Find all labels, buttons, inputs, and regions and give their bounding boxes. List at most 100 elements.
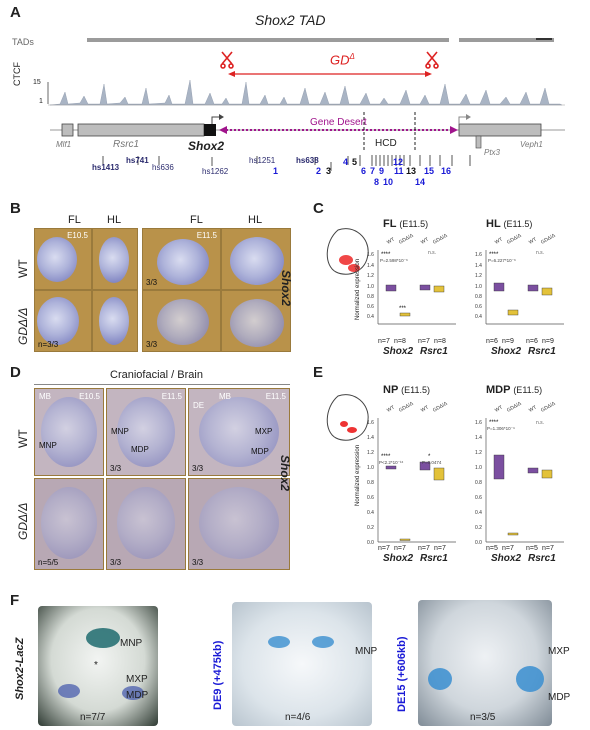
- de-number: 1: [273, 166, 279, 176]
- panel-d-letter: D: [10, 364, 21, 381]
- photo-d-wt-105: MB E10.5 MNP: [34, 388, 104, 476]
- svg-text:GDΔ/Δ: GDΔ/Δ: [506, 232, 523, 245]
- svg-text:WT: WT: [386, 405, 396, 414]
- veph1-gene: [458, 123, 542, 137]
- mdp-title-stage: (E11.5): [513, 385, 543, 395]
- hcd-label: HCD: [375, 138, 397, 149]
- panel-d-rule: [34, 384, 290, 385]
- ylabel: Normalized expression: [355, 258, 361, 320]
- ctcf-label-text: CTCF: [12, 62, 22, 86]
- stain-left: [428, 668, 452, 690]
- n-label: n=6: [526, 338, 538, 345]
- de-number: 4: [343, 157, 349, 167]
- row-gd: GDΔ/Δ: [16, 307, 30, 345]
- hs-element: hs1413: [92, 163, 120, 172]
- n-label: n=8: [434, 338, 446, 345]
- svg-text:*: *: [428, 454, 431, 460]
- fl-title-text: FL: [383, 218, 397, 230]
- panel-c-letter: C: [313, 200, 324, 217]
- gd-label-sup: Δ: [349, 52, 355, 61]
- svg-text:GDΔ/Δ: GDΔ/Δ: [540, 232, 557, 245]
- de-number: 8: [374, 177, 380, 187]
- photo-b-wt-hl115: [221, 228, 291, 290]
- hs-element: hs636: [152, 163, 174, 172]
- np-title-text: NP: [383, 384, 399, 396]
- gd-label: GDΔ: [330, 52, 355, 67]
- svg-text:1.6: 1.6: [475, 420, 482, 426]
- svg-text:0.4: 0.4: [475, 314, 482, 320]
- svg-text:GDΔ/Δ: GDΔ/Δ: [506, 400, 523, 413]
- np-title: NP (E11.5): [383, 384, 430, 396]
- count-label: 3/3: [110, 558, 122, 567]
- tad-scale: [536, 38, 552, 40]
- de-number: 10: [383, 177, 394, 187]
- n-label: n=7: [378, 338, 390, 345]
- region-label: MXP: [255, 427, 273, 436]
- tads-label: TADs: [12, 37, 34, 47]
- stage-label: E10.5: [79, 392, 100, 401]
- hs-element: hs1251: [249, 156, 276, 165]
- svg-text:0.4: 0.4: [367, 510, 374, 516]
- svg-text:0.6: 0.6: [475, 495, 482, 501]
- panel-e-letter: E: [313, 364, 324, 381]
- label-mxp-de15: MXP: [548, 646, 570, 657]
- gd-label-text: GD: [330, 52, 350, 68]
- panel-b-letter: B: [10, 200, 21, 217]
- gene-axis-label: Shox2: [491, 346, 522, 357]
- fl-title-stage: (E11.5): [399, 219, 429, 229]
- row-wt: WT: [16, 429, 30, 448]
- svg-text:WT: WT: [420, 405, 430, 414]
- de-number: 5: [352, 157, 358, 167]
- embryo-schematic-limbs: [326, 228, 369, 275]
- n-label: n=7: [502, 545, 514, 552]
- img1-title: Shox2-LacZ: [14, 637, 26, 700]
- svg-text:P=6.227*10⁻⁶: P=6.227*10⁻⁶: [488, 258, 516, 263]
- svg-text:1.6: 1.6: [367, 420, 374, 426]
- panel-d-title: Craniofacial / Brain: [110, 369, 203, 381]
- label-star: *: [94, 660, 98, 671]
- embryo-schematic-face: [326, 394, 369, 441]
- n-label: n=7: [418, 338, 430, 345]
- region-label: MDP: [131, 445, 149, 454]
- svg-text:P=1.306*10⁻⁹: P=1.306*10⁻⁹: [487, 426, 515, 431]
- de-number: 6: [361, 166, 367, 176]
- fl-title: FL (E11.5): [383, 218, 428, 230]
- gene-axis-label: Rsrc1: [420, 553, 448, 564]
- region-label: MNP: [111, 427, 129, 436]
- label-mnp-de9: MNP: [355, 646, 378, 657]
- svg-text:n.s.: n.s.: [536, 250, 544, 256]
- count-f2: n=4/6: [285, 712, 311, 723]
- svg-text:1.0: 1.0: [367, 284, 374, 290]
- photo-b-gd-fl105: n=3/3: [34, 290, 92, 352]
- n-label: n=7: [378, 545, 390, 552]
- count-f1: n=7/7: [80, 712, 106, 723]
- gene-axis-label: Shox2: [383, 553, 414, 564]
- svg-text:1.2: 1.2: [367, 450, 374, 456]
- de-number: 7: [370, 166, 376, 176]
- gene-label-b: Shox2: [279, 270, 293, 307]
- stage-label: E11.5: [161, 392, 182, 401]
- hs-element: hs1262: [202, 167, 229, 176]
- svg-text:****: ****: [489, 420, 499, 426]
- svg-text:WT: WT: [528, 405, 538, 414]
- ptx3-label: Ptx3: [484, 148, 501, 157]
- svg-text:0.0: 0.0: [475, 540, 482, 546]
- region-label: MB: [39, 392, 51, 401]
- svg-text:GDΔ/Δ: GDΔ/Δ: [432, 232, 449, 245]
- col-hl: HL: [107, 214, 122, 226]
- img3-title: DE15 (+606kb): [396, 636, 408, 712]
- label-mdp: MDP: [126, 690, 149, 701]
- hl-title: HL (E11.5): [486, 218, 532, 230]
- svg-text:****: ****: [381, 252, 391, 258]
- count-f3: n=3/5: [470, 712, 496, 723]
- photo-f-lacz: [38, 606, 158, 726]
- n-label: n=6: [486, 338, 498, 345]
- svg-text:0.2: 0.2: [367, 525, 374, 531]
- svg-text:0.6: 0.6: [367, 495, 374, 501]
- element-ticks: [102, 155, 471, 171]
- svg-text:GDΔ/Δ: GDΔ/Δ: [398, 400, 415, 413]
- shox2-label: Shox2: [188, 139, 225, 153]
- ylabel: Normalized expression: [355, 444, 361, 506]
- stage-label: E11.5: [196, 231, 217, 240]
- svg-text:1.4: 1.4: [367, 263, 374, 269]
